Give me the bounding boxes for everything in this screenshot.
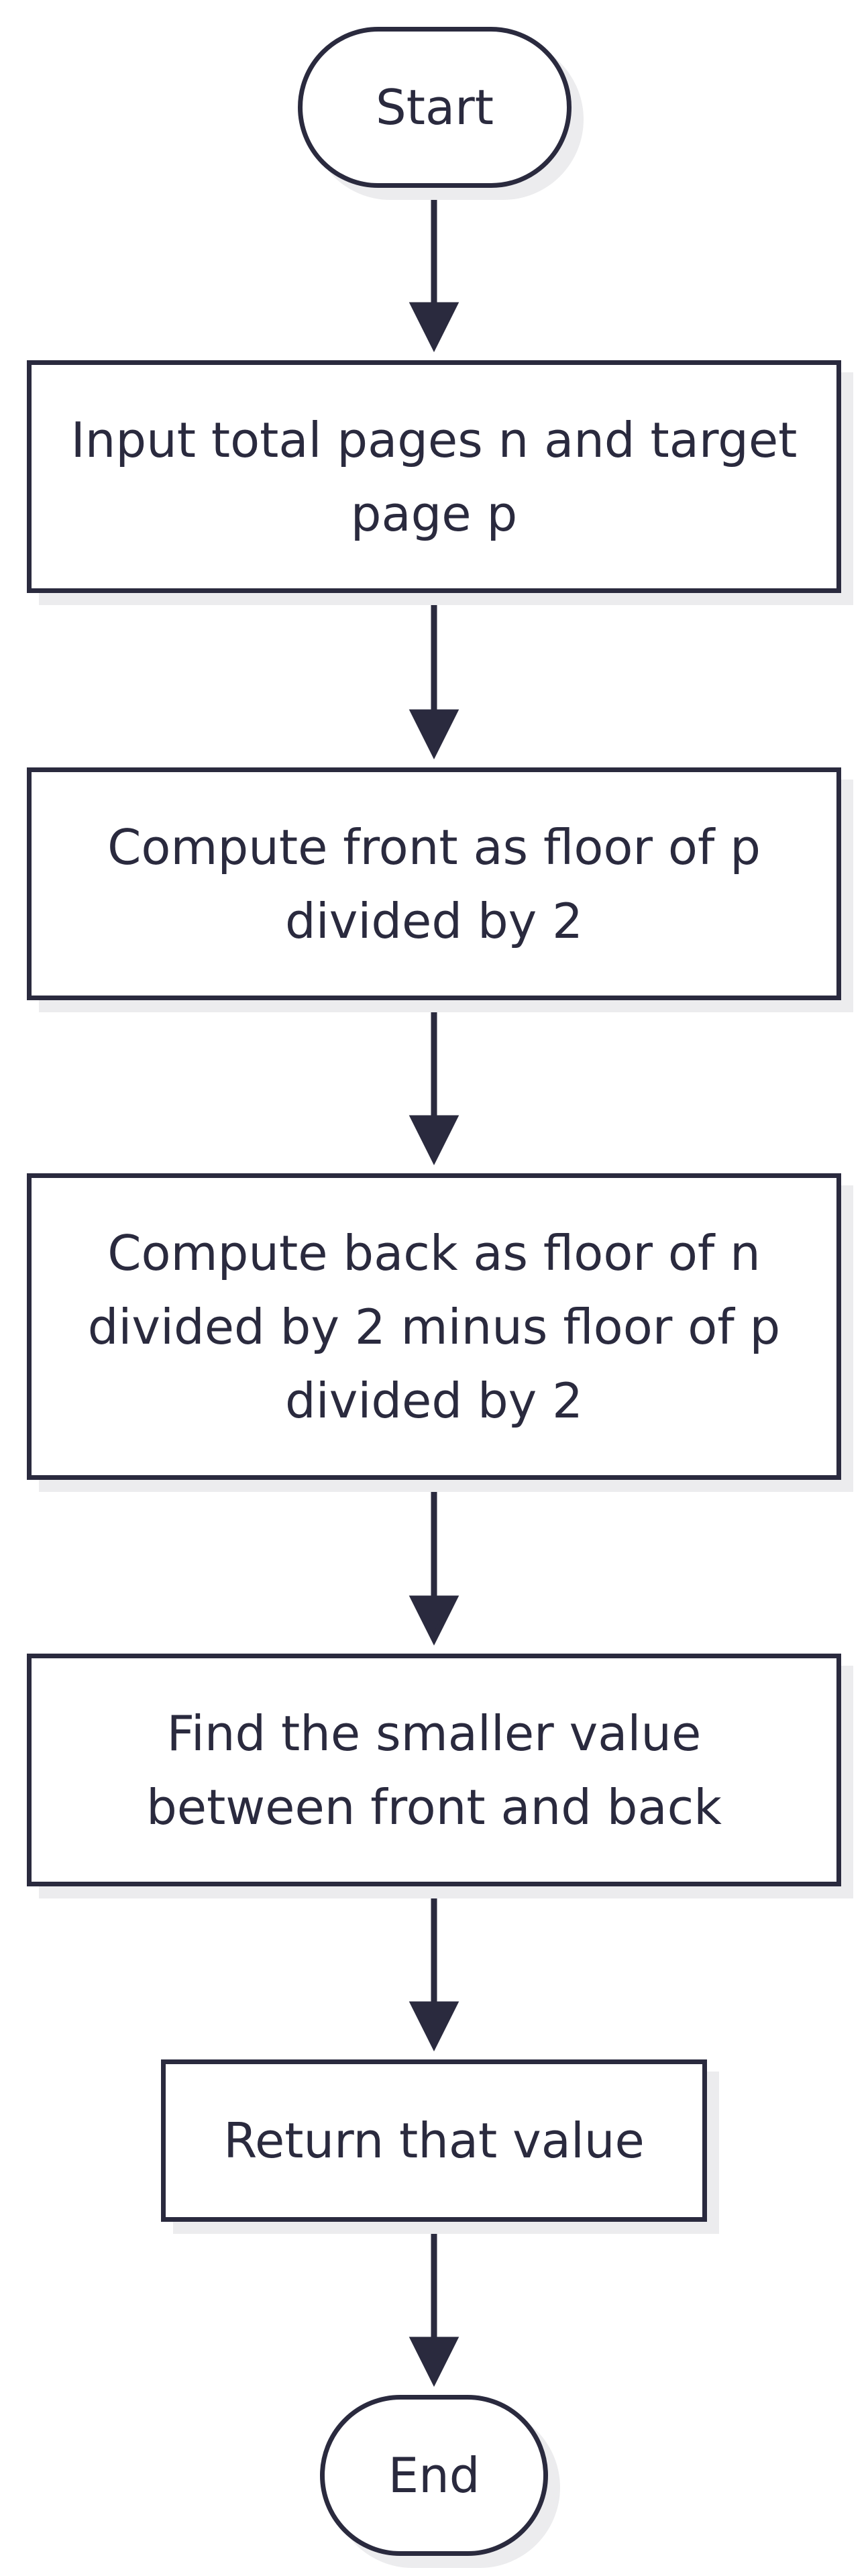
node-return: Return that value	[161, 2059, 707, 2222]
node-start: Start	[298, 27, 572, 188]
edge-return-end-arrowhead	[409, 2337, 459, 2387]
edge-input-front-arrowhead	[409, 709, 459, 760]
node-compute-back: Compute back as floor of n divided by 2 …	[27, 1173, 841, 1480]
node-end: End	[320, 2395, 548, 2556]
edge-min-return-arrowhead	[409, 2001, 459, 2052]
edge-start-input-arrowhead	[409, 302, 459, 353]
edge-back-min-arrowhead	[409, 1595, 459, 1646]
node-input: Input total pages n and target page p	[27, 360, 841, 593]
node-input-label: Input total pages n and target page p	[70, 411, 798, 542]
node-compute-front: Compute front as floor of p divided by 2	[27, 767, 841, 1000]
edge-front-back-arrowhead	[409, 1115, 459, 1166]
node-end-label: End	[388, 2447, 480, 2504]
node-return-label: Return that value	[223, 2112, 645, 2169]
node-find-min-label: Find the smaller value between front and…	[146, 1705, 722, 1835]
node-start-label: Start	[376, 79, 494, 136]
node-find-min: Find the smaller value between front and…	[27, 1654, 841, 1886]
node-compute-back-label: Compute back as floor of n divided by 2 …	[87, 1224, 781, 1429]
node-compute-front-label: Compute front as floor of p divided by 2	[107, 818, 761, 949]
